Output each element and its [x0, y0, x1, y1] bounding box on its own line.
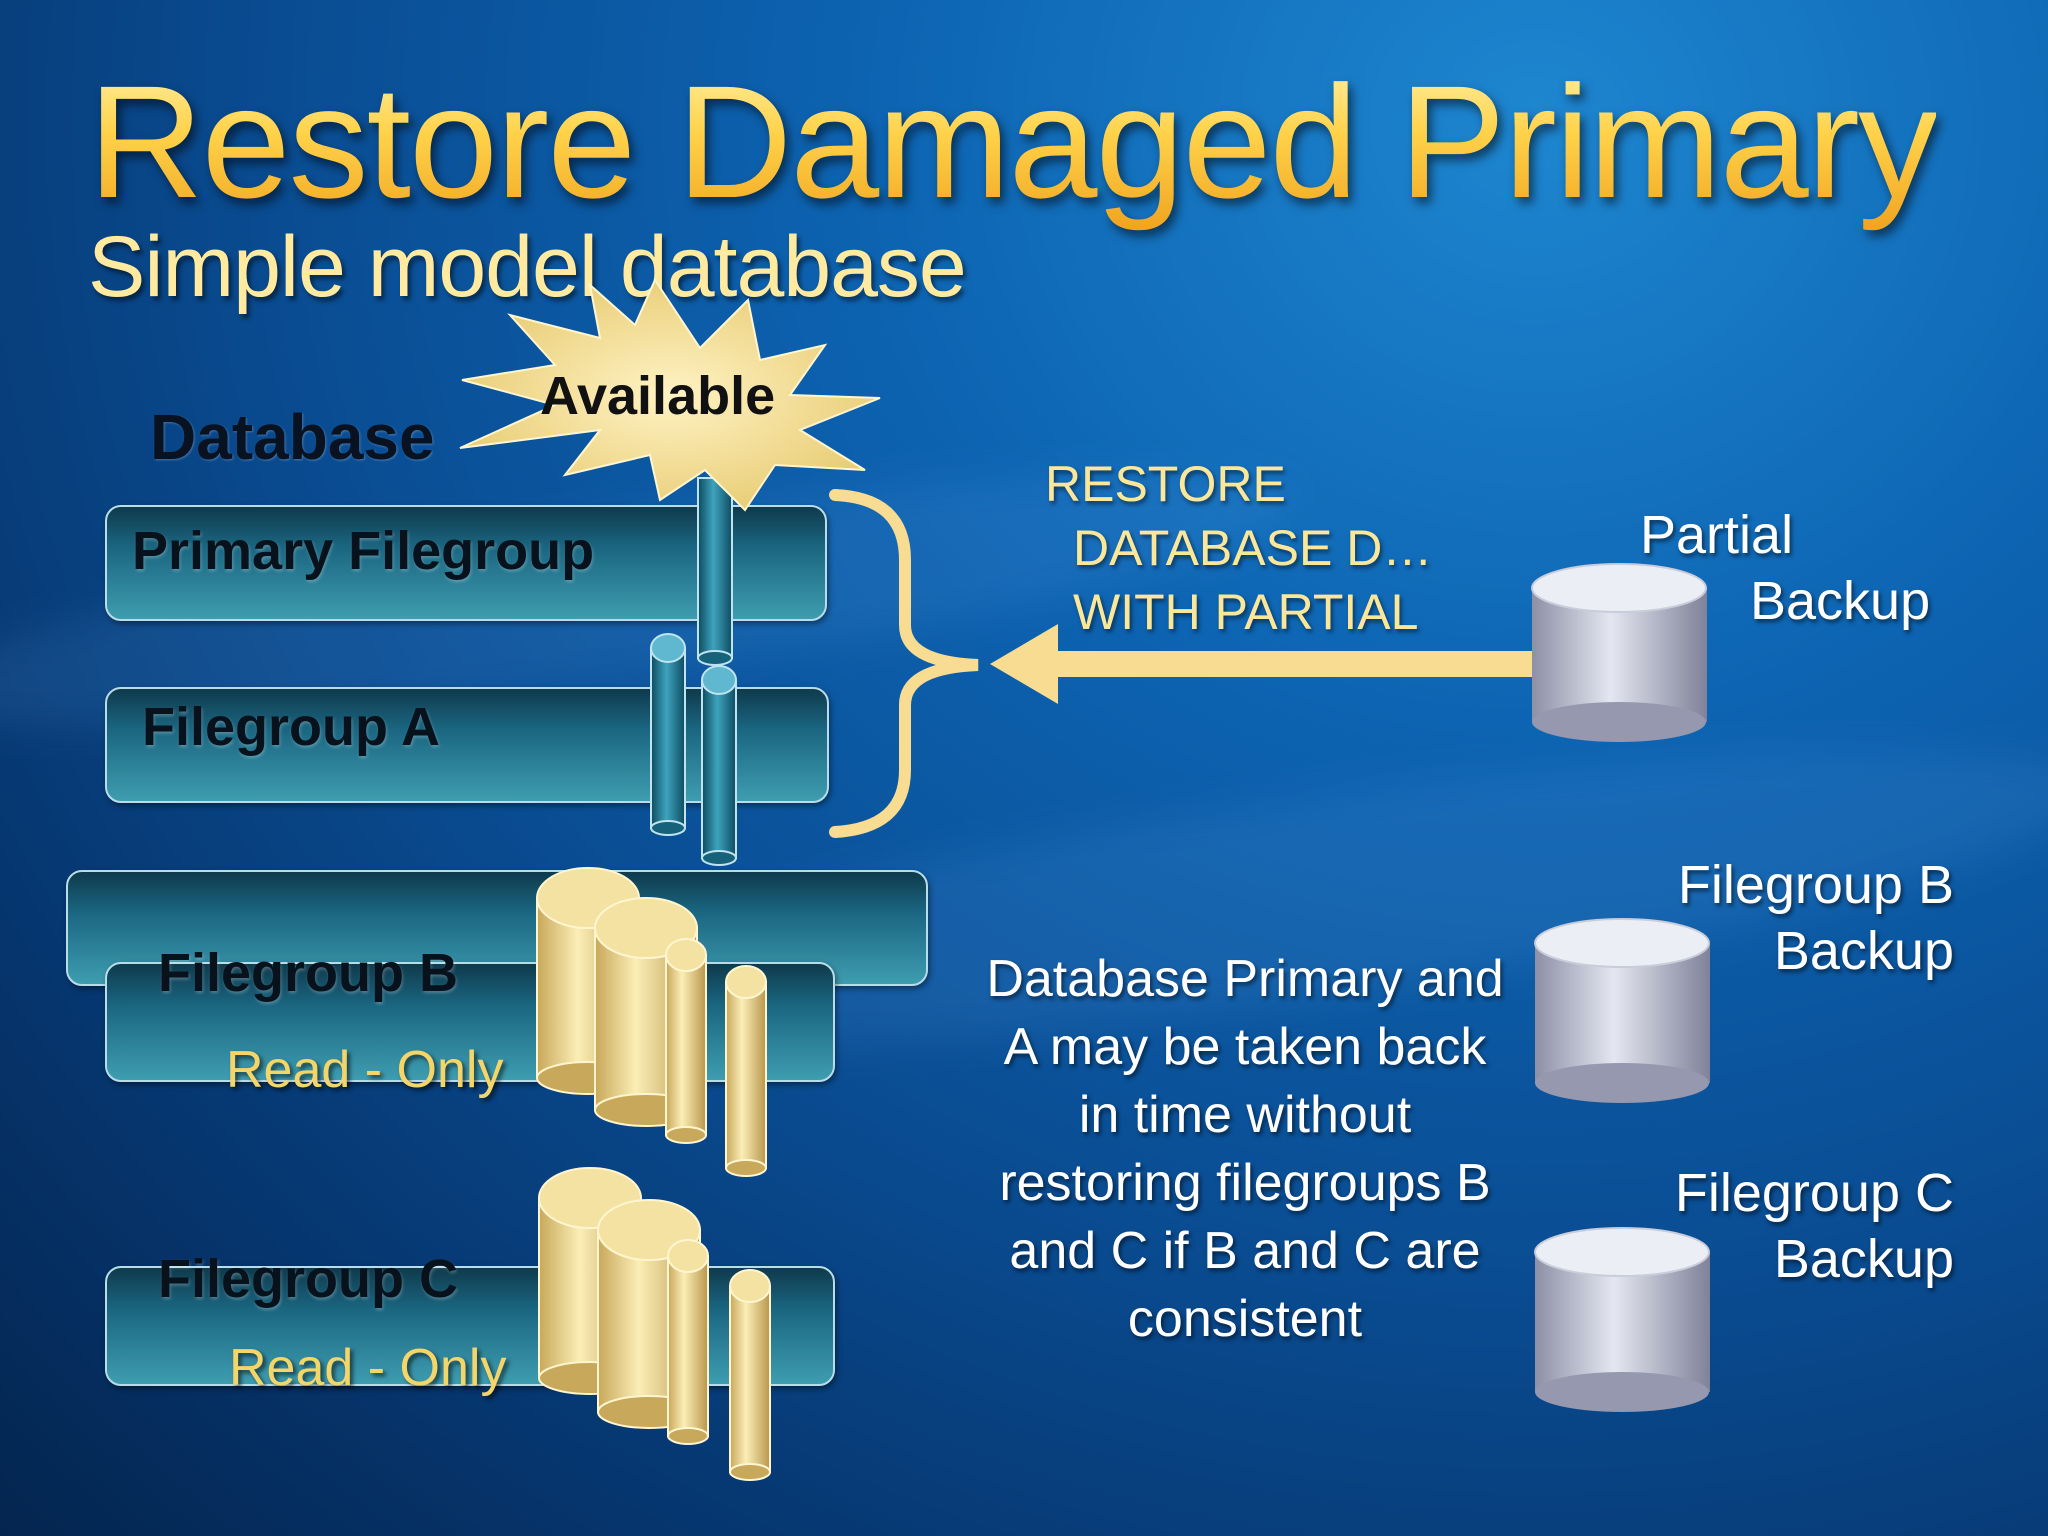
slide-subtitle: Simple model database — [88, 219, 967, 315]
primary-file-cylinder — [697, 477, 733, 666]
filegroup-b-backup-cylinder — [1534, 918, 1710, 1103]
restore-command-line-3: WITH PARTIAL — [1073, 584, 1419, 640]
slide-title: Restore Damaged Primary — [88, 50, 1938, 234]
filegroup-a-file-cylinder — [650, 633, 686, 836]
filegroup-c-status: Read - Only — [229, 1339, 507, 1397]
filegroup-b-status: Read - Only — [226, 1041, 504, 1099]
restore-scope-brace — [829, 489, 979, 838]
filegroup-c-box — [105, 1266, 835, 1386]
filegroup-c-backup-label-line-2: Backup — [1773, 1229, 1954, 1289]
partial-backup-label-line-1: Partial — [1640, 505, 1794, 565]
partial-backup-label: Partial Backup — [1640, 502, 1930, 634]
filegroup-a-label: Filegroup A — [142, 697, 440, 757]
filegroup-c-backup-cylinder — [1534, 1227, 1710, 1412]
database-label: Database — [150, 401, 435, 473]
available-starburst — [459, 277, 881, 512]
filegroup-c-label: Filegroup C — [158, 1249, 458, 1309]
available-label: Available — [540, 366, 776, 426]
filegroup-c-backup-label-line-1: Filegroup C — [1674, 1163, 1954, 1223]
filegroup-b-label: Filegroup B — [158, 943, 458, 1003]
filegroup-a-file-cylinder-2 — [701, 665, 737, 866]
restore-command-line-2: DATABASE D… — [1073, 520, 1433, 576]
filegroup-b-file-cylinders — [536, 867, 767, 1177]
partial-backup-cylinder — [1531, 563, 1707, 742]
filegroup-b-box — [105, 962, 835, 1082]
filegroup-c-file-cylinders — [538, 1167, 771, 1481]
restore-command: RESTORE DATABASE D… WITH PARTIAL — [1045, 452, 1432, 644]
partial-backup-label-line-2: Backup — [1750, 571, 1931, 631]
filegroup-c-backup-label: Filegroup C Backup — [1660, 1160, 1954, 1292]
primary-filegroup-label: Primary Filegroup — [132, 521, 595, 581]
filegroup-b-backup-label-line-1: Filegroup B — [1677, 855, 1954, 915]
restore-command-line-1: RESTORE — [1045, 456, 1286, 512]
restore-arrow — [990, 624, 1532, 704]
filegroup-b-backup-label-line-2: Backup — [1773, 921, 1954, 981]
explanation-note: Database Primary and A may be taken back… — [986, 950, 1504, 1348]
filegroup-b-backup-label: Filegroup B Backup — [1660, 852, 1954, 984]
